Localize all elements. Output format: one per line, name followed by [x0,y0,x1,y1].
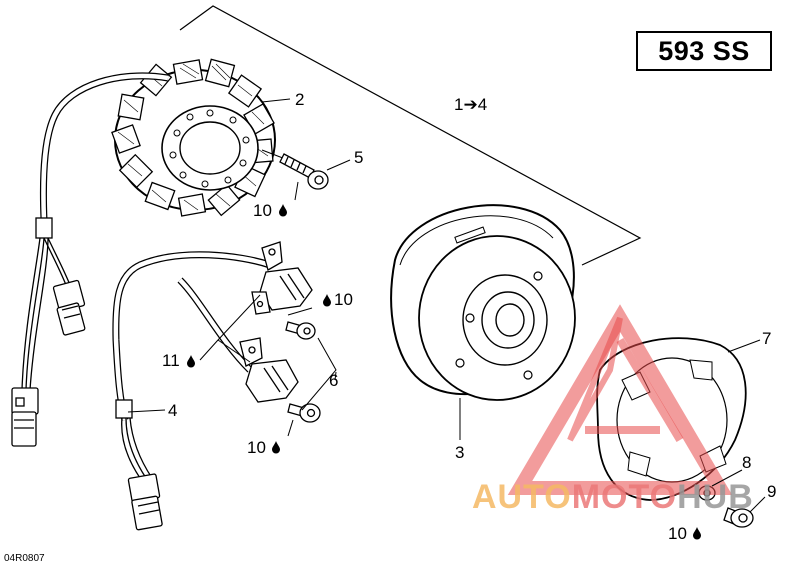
watermark-part-moto: MOTO [571,478,678,516]
reference-code: 04R0807 [4,553,45,564]
callout-7: 7 [762,329,771,348]
callout-torque-11: 11 [162,351,180,370]
assembly-bracket-line [179,5,642,266]
callout-torque-10d: 10 [668,524,687,543]
callout-4: 4 [168,401,177,420]
watermark-text: AUTOMOTOHUB [472,478,754,517]
callout-3: 3 [455,443,464,462]
drop-icon [272,441,280,454]
stator-wire-harness [21,72,169,391]
flywheel-bolt [723,507,754,528]
callout-torque-10c: 10 [247,438,266,457]
leader-lines [127,98,766,513]
model-label: 593 SS [658,35,750,66]
callout-6: 6 [329,371,338,390]
drop-icon [693,527,701,540]
watermark-part-auto: AUTO [472,478,572,516]
trigger-connector [127,473,163,531]
stator-connector-upper [52,279,86,336]
callout-torque-10a: 10 [253,201,272,220]
watermark-logo [507,304,733,495]
drop-icon [323,294,331,307]
callout-torque-10b: 10 [334,290,353,309]
stator-connector-lower [11,387,39,447]
drop-icon [279,204,287,217]
flywheel [390,204,576,401]
trigger-screw-lower [287,403,321,423]
trigger-coil-harness [112,251,272,479]
callout-8: 8 [742,453,751,472]
trigger-screw-upper [285,321,316,340]
callout-1-4: 1➔4 [454,95,487,114]
drop-icon [187,355,195,368]
stator-bolt [261,149,329,190]
callout-5: 5 [354,148,363,167]
stator [111,58,276,217]
model-label-box: 593 SS [636,31,772,71]
callout-9: 9 [767,482,776,501]
watermark-part-hub: HUB [677,478,754,516]
callout-2: 2 [295,90,304,109]
trigger-coil-upper [251,241,313,315]
